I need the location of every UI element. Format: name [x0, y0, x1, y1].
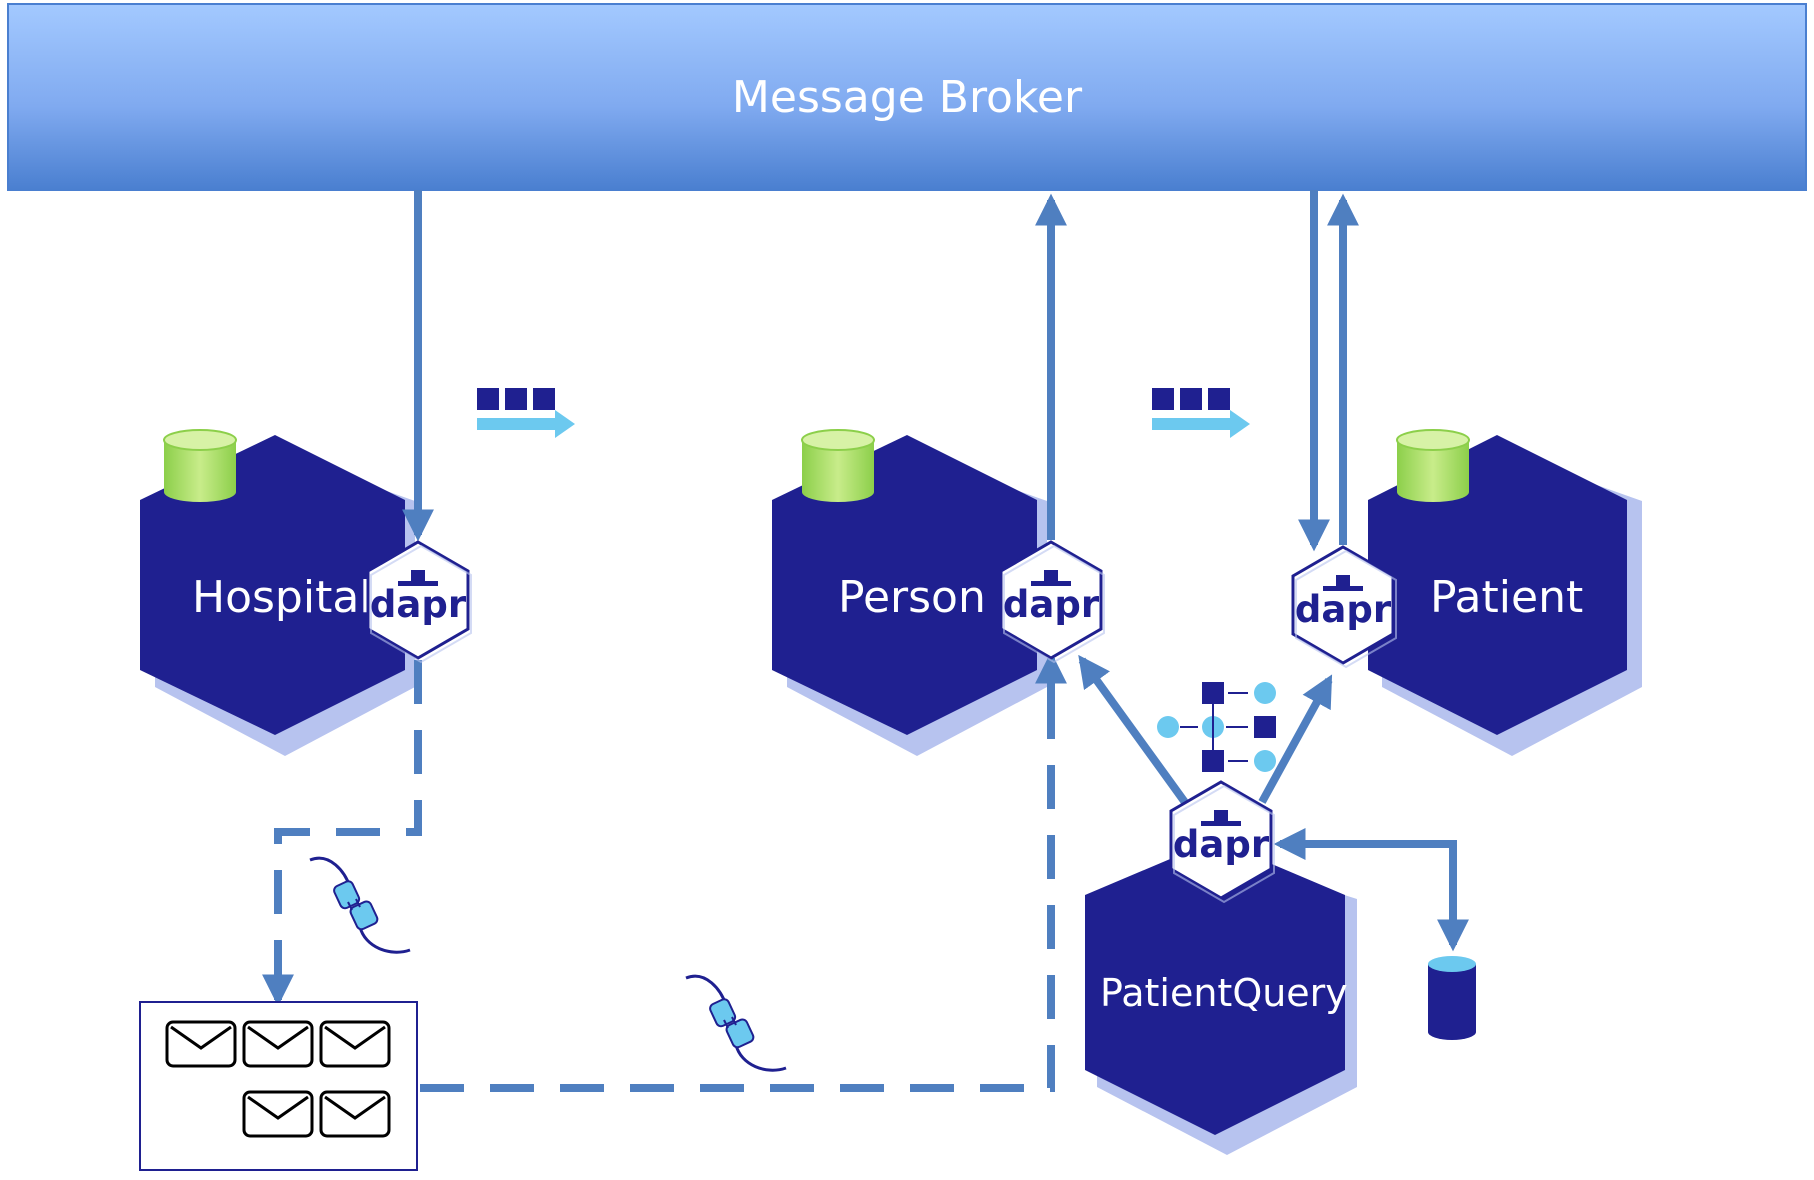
patient-label: Patient — [1430, 572, 1583, 623]
patientquery-label: PatientQuery — [1100, 971, 1348, 1015]
service-patientquery: PatientQuery — [1085, 840, 1348, 1135]
database-icon — [1428, 956, 1476, 1040]
dapr-label: dapr — [370, 583, 467, 626]
message-broker-title: Message Broker — [732, 72, 1083, 123]
dapr-sidecar-person: dapr — [999, 540, 1106, 664]
connectors — [262, 190, 1469, 1092]
plug-binding-icon — [684, 974, 788, 1072]
dapr-label: dapr — [1295, 588, 1392, 631]
dapr-sidecar-hospital: dapr — [366, 540, 473, 664]
message-queue-icon — [477, 388, 575, 438]
database-icon — [1396, 429, 1470, 503]
service-patient: Patient — [1368, 429, 1627, 735]
envelope-icon — [319, 1020, 391, 1068]
mail-store — [139, 1001, 418, 1171]
dapr-sidecar-patientquery: dapr — [1169, 780, 1276, 904]
message-queue-icon — [1152, 388, 1250, 438]
service-person: Person — [772, 429, 1037, 735]
database-icon — [801, 429, 875, 503]
hospital-label: Hospital — [192, 572, 372, 623]
service-invocation-graph-icon — [1157, 682, 1276, 772]
envelope-icon — [165, 1020, 237, 1068]
message-broker: Message Broker — [7, 3, 1807, 191]
person-label: Person — [838, 572, 986, 623]
envelope-icon — [242, 1020, 314, 1068]
plug-binding-icon — [308, 856, 412, 954]
envelope-icon — [242, 1090, 314, 1138]
service-hospital: Hospital — [140, 429, 405, 735]
dapr-label: dapr — [1003, 583, 1100, 626]
database-icon — [163, 429, 237, 503]
dapr-label: dapr — [1173, 823, 1270, 866]
dapr-sidecar-patient: dapr — [1291, 545, 1398, 669]
envelope-icon — [319, 1090, 391, 1138]
